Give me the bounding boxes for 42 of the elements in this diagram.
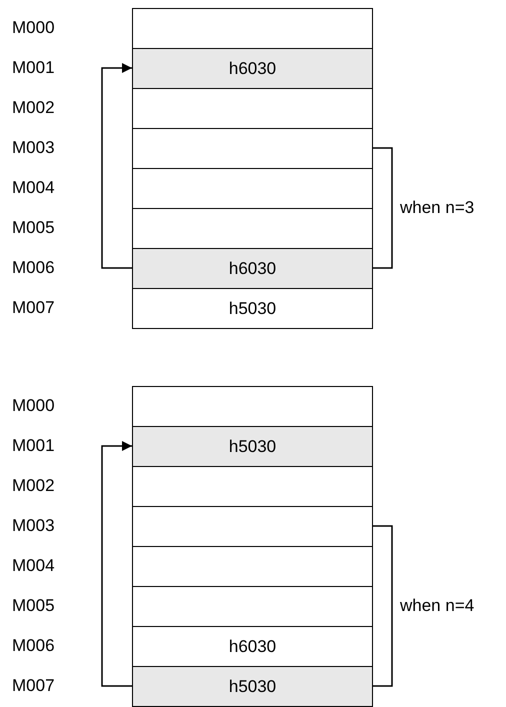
- address-label: M005: [12, 596, 55, 616]
- arrow: [101, 63, 132, 269]
- empty-memory-cell: [132, 386, 373, 427]
- memory-cell: [132, 666, 373, 707]
- empty-memory-cell: [132, 466, 373, 507]
- empty-memory-cell: [132, 586, 373, 627]
- memory-cell: [132, 426, 373, 467]
- memory-cell: [132, 626, 373, 667]
- cell-value: h5030: [228, 436, 276, 456]
- address-label: M000: [12, 396, 55, 416]
- address-label: M004: [12, 556, 55, 576]
- cell-value: h6030: [228, 636, 276, 656]
- address-label: M005: [12, 218, 55, 238]
- address-label: M003: [12, 138, 55, 158]
- cell-value: h6030: [228, 258, 276, 278]
- cell-value: h5030: [228, 676, 276, 696]
- address-label: M001: [12, 436, 55, 456]
- address-label: M002: [12, 98, 55, 118]
- address-label: M004: [12, 178, 55, 198]
- empty-memory-cell: [132, 506, 373, 547]
- memory-cell: [132, 288, 373, 329]
- address-label: M003: [12, 516, 55, 536]
- empty-memory-cell: [132, 8, 373, 49]
- empty-memory-cell: [132, 208, 373, 249]
- cell-value: h5030: [228, 298, 276, 318]
- address-label: M007: [12, 298, 55, 318]
- empty-memory-cell: [132, 88, 373, 129]
- empty-memory-cell: [132, 128, 373, 169]
- memory-cell: [132, 48, 373, 89]
- address-label: M006: [12, 258, 55, 278]
- memory-cell: [132, 248, 373, 289]
- condition-label: when n=3: [400, 198, 474, 218]
- arrow: [101, 441, 132, 687]
- condition-label: when n=4: [400, 596, 474, 616]
- address-label: M002: [12, 476, 55, 496]
- address-label: M001: [12, 58, 55, 78]
- empty-memory-cell: [132, 546, 373, 587]
- empty-memory-cell: [132, 168, 373, 209]
- address-label: M007: [12, 676, 55, 696]
- address-label: M000: [12, 18, 55, 38]
- cell-value: h6030: [228, 58, 276, 78]
- address-label: M006: [12, 636, 55, 656]
